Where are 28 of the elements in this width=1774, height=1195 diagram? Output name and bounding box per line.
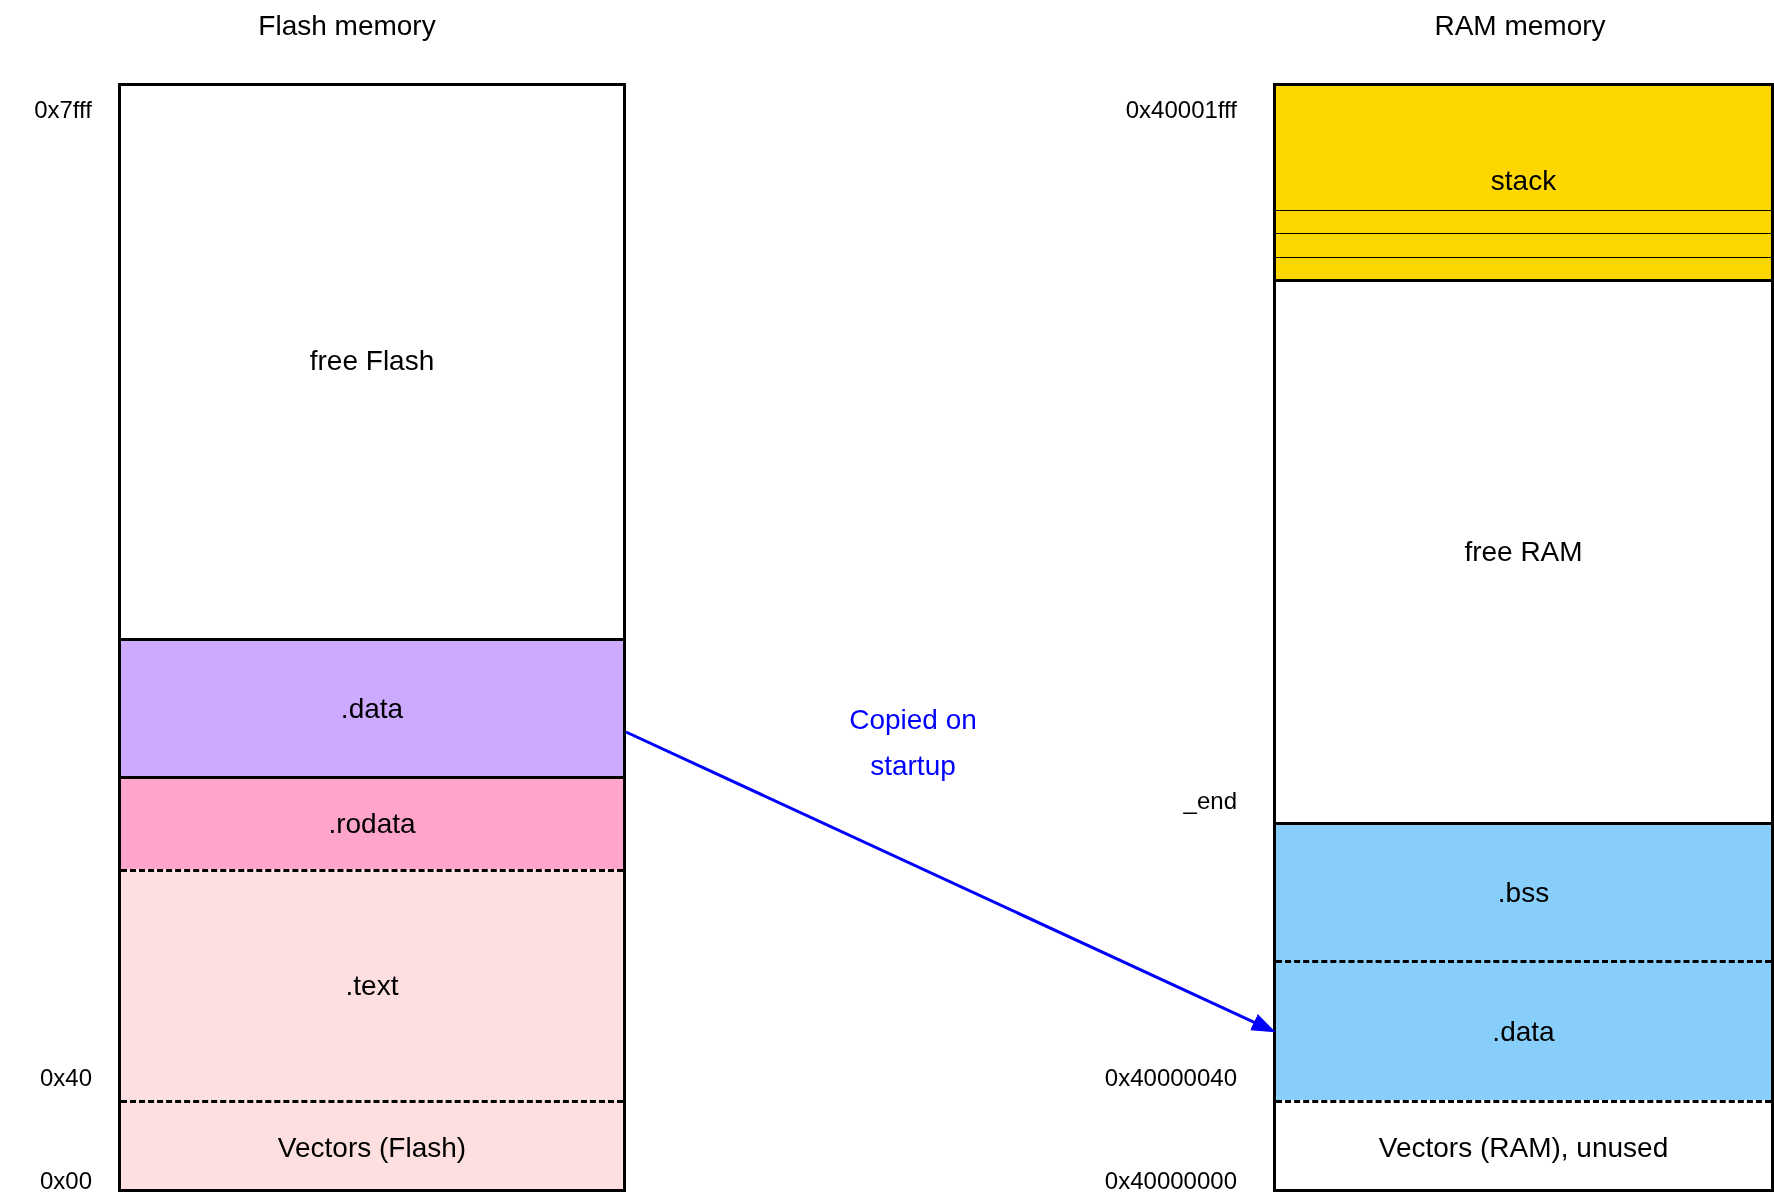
segment-label: Vectors (Flash) — [277, 1131, 467, 1164]
arrow — [625, 730, 1276, 1033]
segment-label: stack — [1490, 165, 1557, 197]
segment-label: free RAM — [1464, 536, 1583, 568]
segment-label: .rodata — [328, 808, 416, 840]
memory-segment — [1276, 822, 1771, 960]
address-label: 0x00 — [39, 1167, 92, 1195]
segment-label: .text — [345, 970, 399, 1002]
address-label: _end — [1183, 787, 1237, 815]
memory-segment — [1276, 86, 1771, 279]
segment-label: .data — [1492, 1015, 1555, 1048]
address-label: 0x40001fff — [1125, 96, 1237, 124]
segment-label: .data — [340, 692, 404, 725]
segment-label: Vectors (RAM), unused — [1378, 1131, 1669, 1164]
memory-segment — [121, 776, 623, 869]
edge-label: Copied on startup — [848, 703, 978, 783]
address-label: 0x40000040 — [1104, 1064, 1237, 1092]
segment-label: free Flash — [309, 344, 435, 377]
memory-segment — [1276, 960, 1771, 1100]
address-label: 0x40 — [39, 1064, 92, 1092]
column-heading: RAM memory — [1434, 10, 1606, 42]
segment-label: .bss — [1497, 876, 1550, 909]
address-label: 0x40000000 — [1104, 1167, 1237, 1195]
column-heading: Flash memory — [258, 10, 436, 42]
memory-segment — [121, 869, 623, 1100]
memory-segment — [121, 638, 623, 776]
memory-segment — [121, 1100, 623, 1189]
address-label: 0x7fff — [34, 96, 92, 124]
